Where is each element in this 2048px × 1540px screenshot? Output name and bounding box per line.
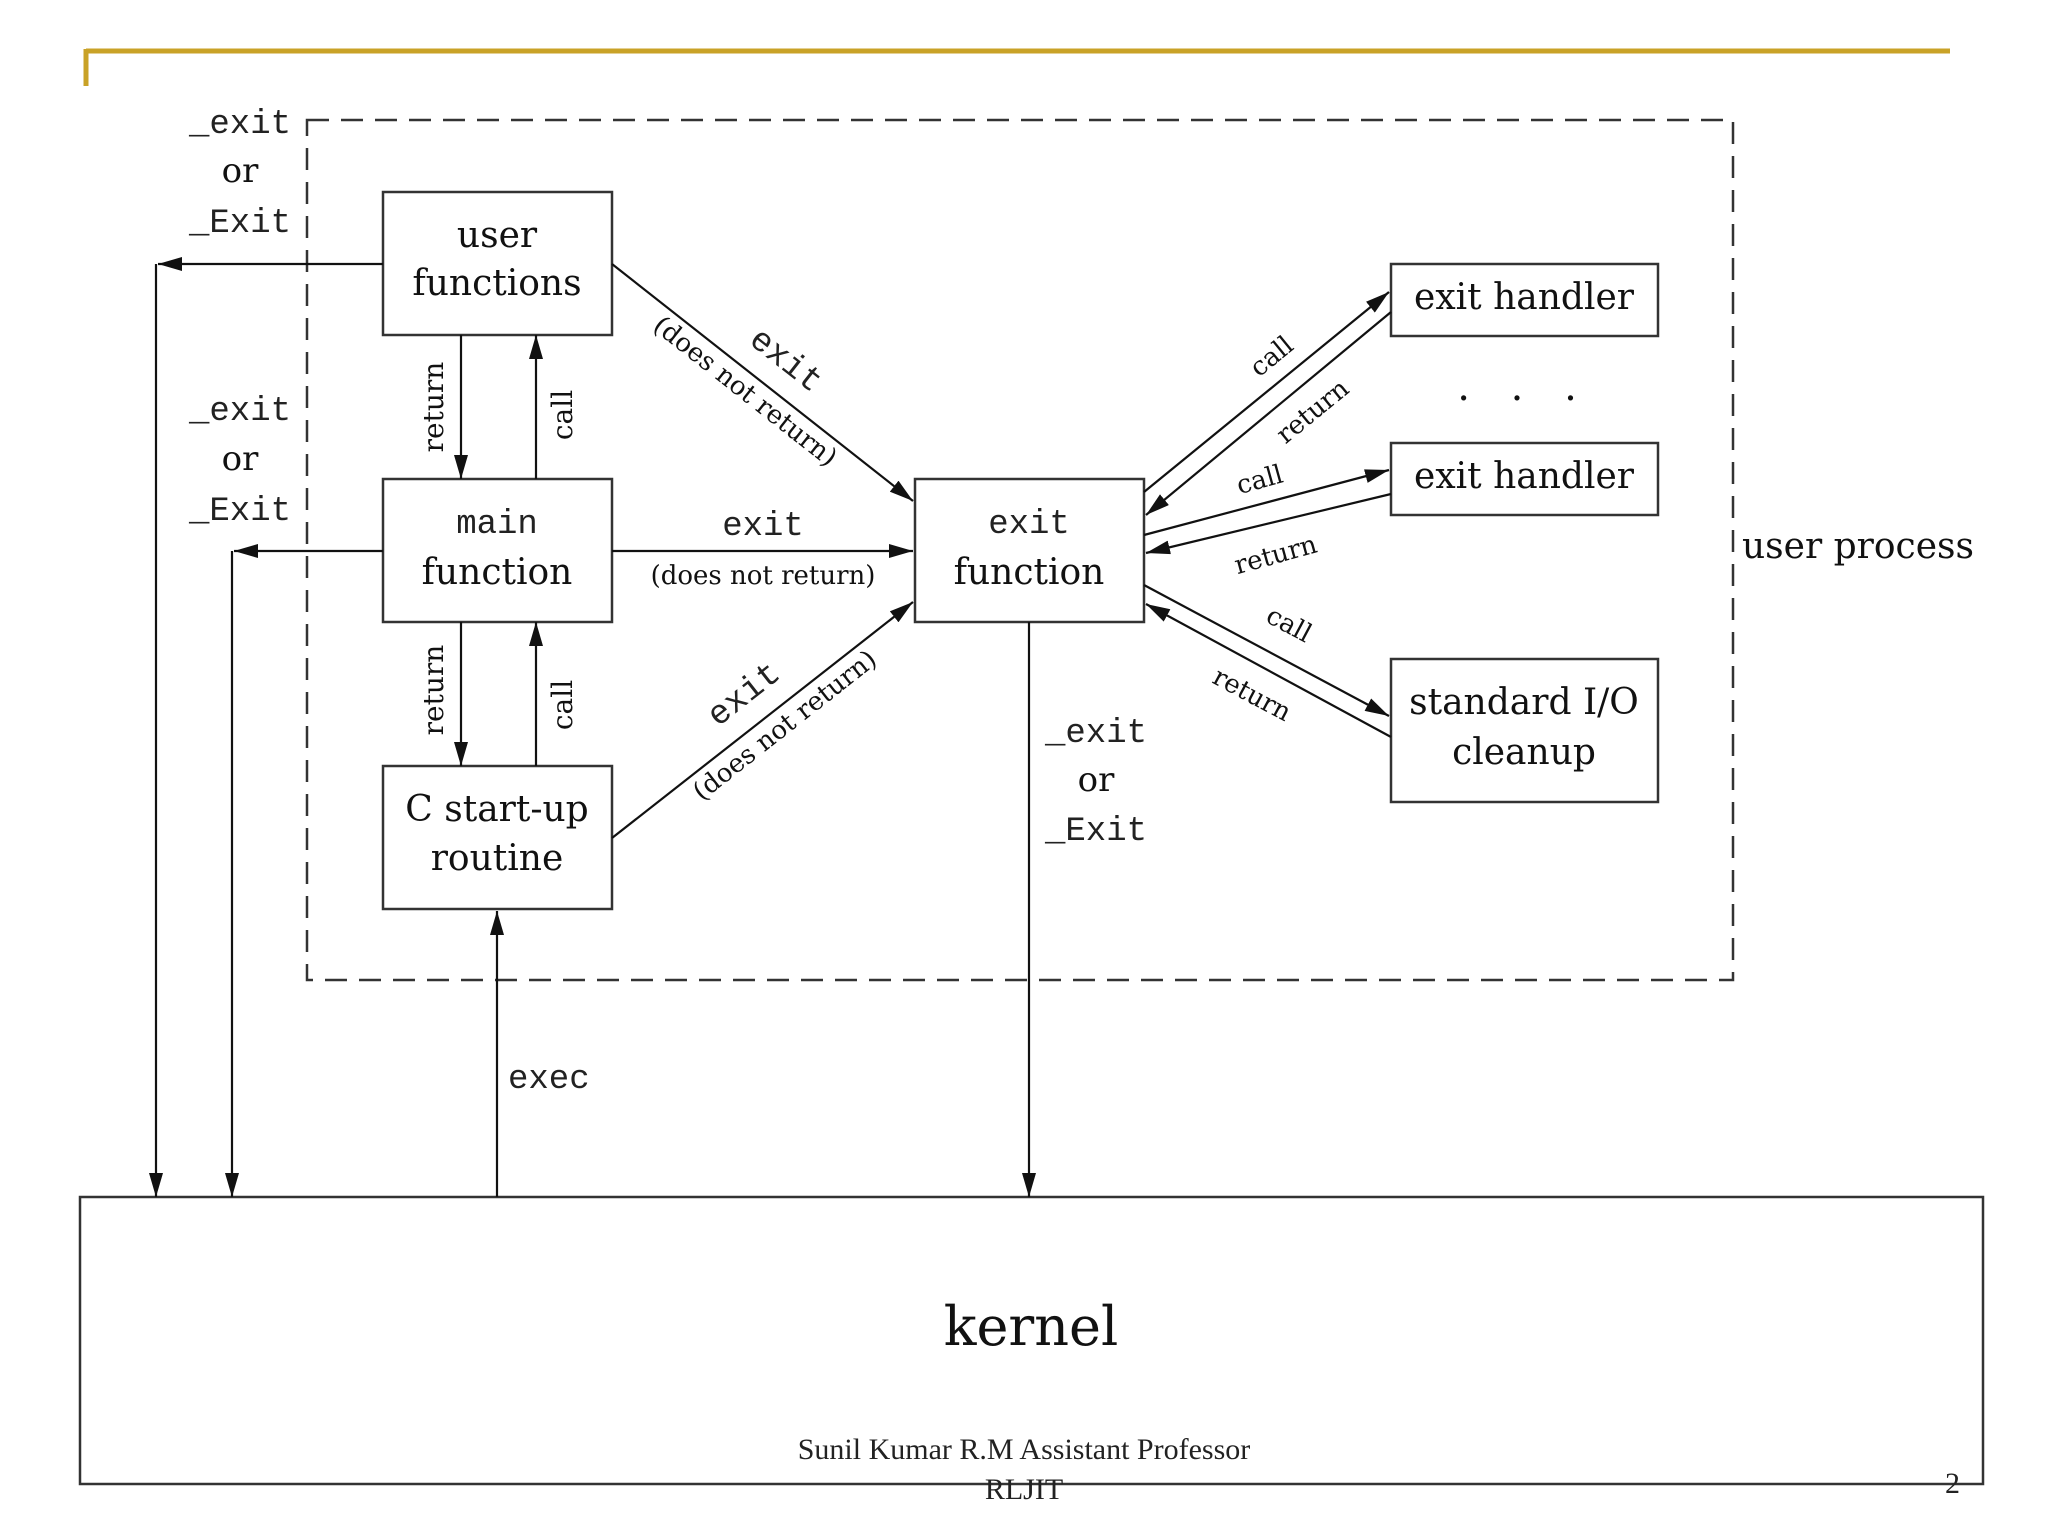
label-return-3: return xyxy=(1271,373,1355,450)
box-standard-io-cleanup: standard I/O cleanup xyxy=(1389,657,1660,804)
box-user-functions-line1: user xyxy=(457,215,538,256)
label-exit-or-exit-1: _exit or _Exit xyxy=(188,106,291,243)
box-c-startup-routine: C start-up routine xyxy=(381,764,614,911)
label-exit-horiz: exit xyxy=(722,508,804,546)
label-exit-2a: _exit xyxy=(188,393,291,431)
box-kernel: kernel xyxy=(78,1195,1985,1486)
page-number: 2 xyxy=(1945,1467,1960,1500)
label-exit-3a: _exit xyxy=(1044,715,1147,753)
box-startup-line2: routine xyxy=(431,838,564,879)
label-exit-1c: _Exit xyxy=(188,205,291,243)
arrow-startup-to-exit: exit (does not return) xyxy=(611,601,914,839)
label-exec: exec xyxy=(508,1061,590,1099)
footer-org: RLJIT xyxy=(984,1473,1064,1506)
box-stdio-line1: standard I/O xyxy=(1409,682,1639,723)
box-kernel-label: kernel xyxy=(944,1295,1119,1358)
label-exit-1b: or xyxy=(222,151,259,191)
box-main-function-line1: main xyxy=(456,506,538,544)
arrow-user-functions-to-exit: exit (does not return) xyxy=(611,263,914,502)
box-main-function-line2: function xyxy=(422,552,573,593)
label-exit-3c: _Exit xyxy=(1044,813,1147,851)
label-does-not-return-2: (does not return) xyxy=(651,561,876,591)
label-exit-2b: or xyxy=(222,439,259,479)
box-stdio-line2: cleanup xyxy=(1452,732,1596,773)
label-exit-3b: or xyxy=(1078,760,1115,800)
label-exit-or-exit-2: _exit or _Exit xyxy=(188,393,291,531)
label-return-4: return xyxy=(1231,530,1320,581)
box-user-functions-line2: functions xyxy=(412,263,581,304)
arrow-kernel-exec-to-startup: exec xyxy=(490,911,590,1197)
accent-rule xyxy=(83,48,1950,86)
arrow-main-to-startup-return: return xyxy=(417,622,468,766)
label-call-2: call xyxy=(546,680,579,730)
box-main-function: main function xyxy=(381,477,614,624)
box-exit-handler-1-label: exit handler xyxy=(1414,277,1635,318)
label-call-5: call xyxy=(1261,601,1316,649)
arrow-main-to-kernel xyxy=(225,544,383,1197)
arrow-main-to-exit: exit (does not return) xyxy=(612,508,913,591)
label-does-not-return-1: (does not return) xyxy=(647,310,842,473)
box-exit-function: exit function xyxy=(913,477,1146,624)
label-return-5: return xyxy=(1208,662,1297,728)
ellipsis-dots: . . . xyxy=(1457,364,1591,410)
box-user-functions: user functions xyxy=(381,190,614,337)
arrow-main-to-user-call: call xyxy=(529,335,579,479)
box-exit-handler-2-label: exit handler xyxy=(1414,456,1635,497)
label-call-1: call xyxy=(546,390,579,440)
footer-author: Sunil Kumar R.M Assistant Professor xyxy=(797,1433,1251,1466)
label-return-2: return xyxy=(417,645,450,736)
arrow-handler2-to-exit-return: return xyxy=(1145,492,1392,581)
label-exit-2c: _Exit xyxy=(188,493,291,531)
box-exit-function-line2: function xyxy=(954,552,1105,593)
box-exit-handler-1: exit handler xyxy=(1389,262,1660,338)
arrow-startup-to-main-call: call xyxy=(529,622,579,766)
arrow-user-functions-to-kernel xyxy=(149,257,383,1197)
label-call-3: call xyxy=(1244,330,1299,383)
box-exit-function-line1: exit xyxy=(988,506,1070,544)
label-exit-or-exit-3: _exit or _Exit xyxy=(1044,715,1147,851)
box-exit-handler-2: exit handler xyxy=(1389,441,1660,517)
box-startup-line1: C start-up xyxy=(405,789,588,830)
label-user-process: user process xyxy=(1742,526,1974,567)
label-exit-1a: _exit xyxy=(188,106,291,144)
label-call-4: call xyxy=(1233,460,1286,501)
label-return-1: return xyxy=(417,362,450,453)
user-process-boundary xyxy=(305,118,1735,982)
arrow-user-to-main-return: return xyxy=(417,335,468,479)
